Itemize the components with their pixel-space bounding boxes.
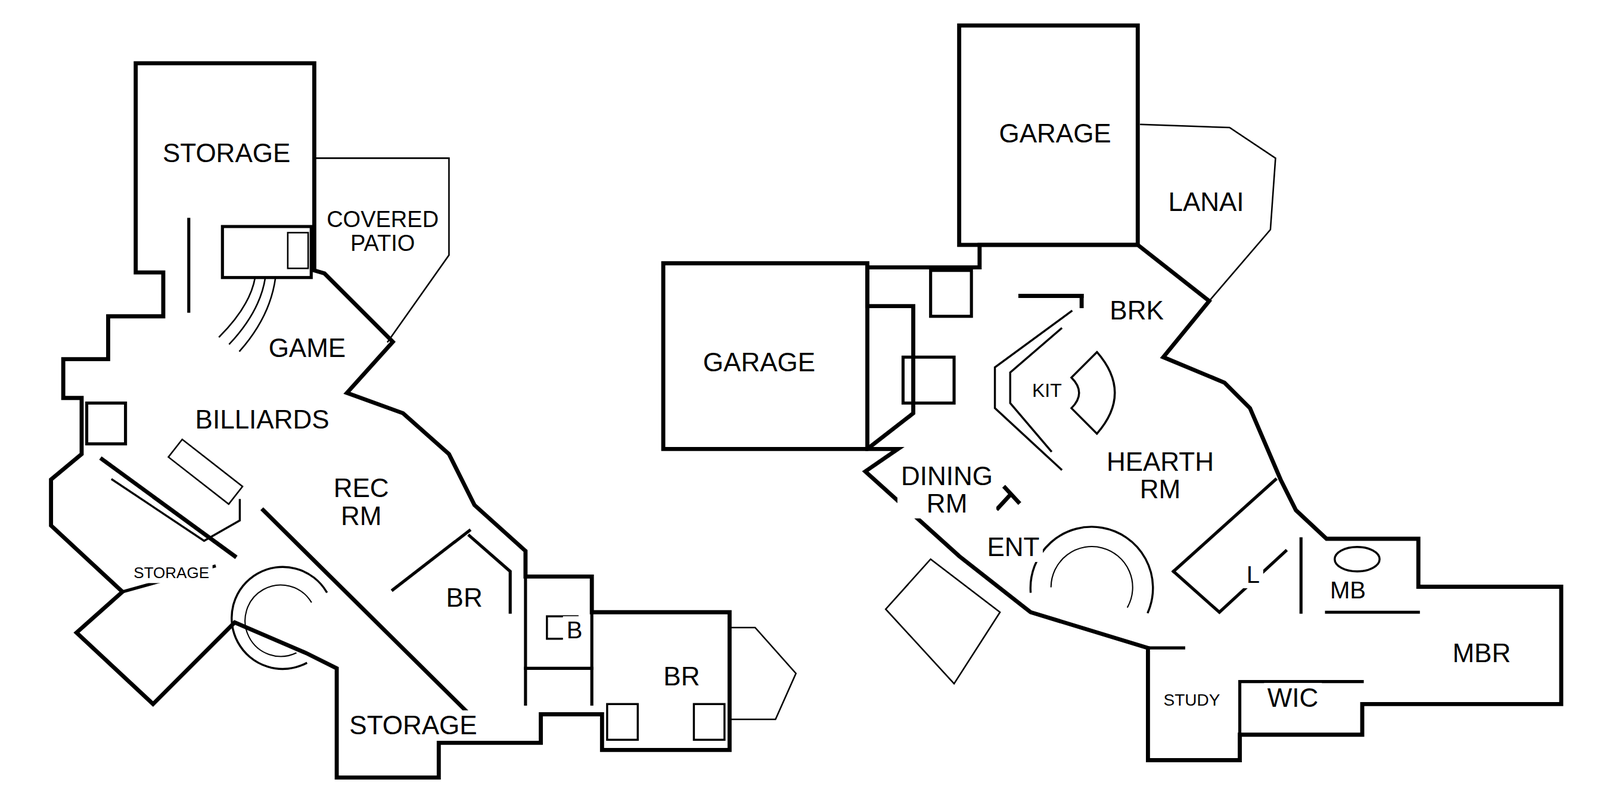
- shower: [287, 232, 309, 269]
- room-label: WIC: [1263, 682, 1323, 713]
- room-label: LANAI: [1164, 187, 1248, 217]
- room-label: BILLIARDS: [191, 404, 334, 435]
- room-label: GARAGE: [699, 347, 819, 378]
- pantry: [902, 356, 955, 403]
- kitchen-counter: [995, 311, 1072, 469]
- garage-wall: [959, 25, 1139, 245]
- room-label: STUDY: [1160, 690, 1224, 710]
- room-label: L: [1243, 560, 1264, 589]
- wall: [1299, 538, 1303, 612]
- spiral-stair: [1051, 546, 1133, 608]
- room-label: BR: [442, 582, 487, 613]
- wall: [187, 219, 191, 312]
- spiral-stair: [1030, 526, 1153, 612]
- wall: [101, 458, 235, 556]
- lower-level-outline: [51, 63, 730, 778]
- room-label: HEARTH RM: [1103, 446, 1218, 505]
- spiral-stair: [231, 566, 327, 669]
- room-label: COVERED PATIO: [322, 206, 443, 257]
- spiral-stair: [244, 585, 312, 657]
- room-label: STORAGE: [129, 564, 213, 583]
- room-label: MB: [1326, 576, 1370, 604]
- powder-room: [930, 270, 972, 317]
- wall: [1020, 293, 1082, 298]
- island: [1071, 352, 1115, 434]
- wall: [1079, 296, 1084, 307]
- divider: [998, 487, 1019, 508]
- room-label: BRK: [1105, 294, 1167, 325]
- room-label: STORAGE: [159, 138, 294, 169]
- patio-line: [314, 157, 449, 342]
- room-label: GARAGE: [995, 118, 1115, 149]
- room-label: KIT: [1028, 379, 1066, 403]
- wall: [590, 611, 594, 704]
- wall: [1326, 610, 1419, 614]
- lanai-line: [1140, 124, 1276, 301]
- bar-counter: [112, 479, 240, 542]
- closet: [87, 402, 126, 444]
- room-label: REC RM: [330, 473, 393, 531]
- bath: [222, 226, 312, 278]
- wall: [525, 666, 592, 670]
- wall: [1173, 551, 1286, 613]
- porch: [885, 558, 1000, 684]
- room-label: BR: [659, 661, 704, 692]
- wall: [523, 576, 527, 704]
- bay-window: [729, 627, 796, 720]
- room-label: MBR: [1448, 638, 1515, 669]
- wall: [1238, 681, 1242, 735]
- room-label: B: [563, 616, 587, 644]
- closet: [607, 703, 638, 740]
- wall: [392, 530, 469, 590]
- tub: [1334, 547, 1380, 572]
- wall: [263, 510, 470, 714]
- room-label: STORAGE: [345, 710, 481, 741]
- room-label: GAME: [265, 333, 350, 363]
- garage-wall: [663, 263, 914, 450]
- room-label: DINING RM: [897, 461, 997, 519]
- main-level-outline: [865, 244, 1562, 761]
- room-label: ENT: [983, 532, 1043, 562]
- closet: [693, 703, 725, 740]
- bar: [168, 439, 243, 505]
- wall: [1147, 646, 1184, 650]
